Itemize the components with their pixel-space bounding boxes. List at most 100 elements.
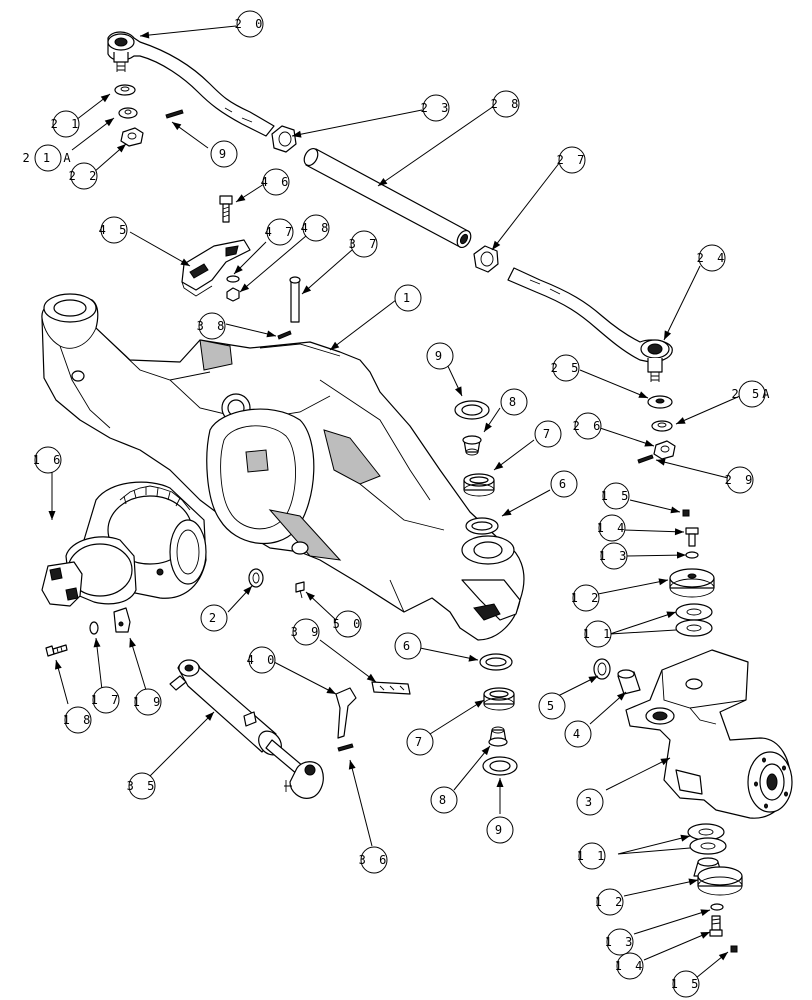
arrowhead xyxy=(588,676,598,684)
callout-label: 4 7 xyxy=(265,225,296,239)
callout-label: 2 7 xyxy=(557,153,588,167)
callout: 2 9 xyxy=(725,466,754,494)
callout-label: 1 1 xyxy=(577,849,608,863)
kingpin-12-upper xyxy=(669,568,715,598)
callout-circle xyxy=(738,380,766,408)
callout: 2 3 xyxy=(421,94,450,122)
bolt-46 xyxy=(219,195,233,223)
callout: 5 0 xyxy=(333,610,362,638)
callout-circle xyxy=(406,728,434,756)
callout: 1 8 xyxy=(63,706,92,734)
callout-label: 1 1 xyxy=(583,627,614,641)
callout-circle xyxy=(616,952,644,980)
callout-label: 4 5 xyxy=(99,223,130,237)
arrowhead xyxy=(54,660,62,670)
arrowhead xyxy=(129,638,136,648)
callout-label: 1 xyxy=(403,291,413,305)
arrowhead xyxy=(306,592,315,601)
shim-6-lower xyxy=(479,653,513,671)
bearing-cone-8-upper xyxy=(462,435,482,456)
callout-circle xyxy=(210,140,238,168)
arrowhead xyxy=(638,391,648,398)
callout-label: 4 xyxy=(573,727,583,741)
pin-36 xyxy=(337,743,354,752)
arrowhead xyxy=(180,258,190,266)
arrowhead xyxy=(644,439,654,447)
callout-label: 2 5 xyxy=(551,361,582,375)
washer-13-upper xyxy=(685,551,699,559)
leader-arrowheads xyxy=(48,31,728,961)
callout-label: 2 0 xyxy=(235,17,266,31)
callout-circle xyxy=(262,168,290,196)
callout-circle xyxy=(92,686,120,714)
callout-label: 2 6 xyxy=(573,419,604,433)
callout-label: 4 0 xyxy=(247,653,278,667)
callout: 1 4 xyxy=(615,952,646,980)
bolt-14-lower xyxy=(709,915,723,937)
clip-40 xyxy=(335,687,357,739)
steering-knuckle-3 xyxy=(625,649,793,819)
arrowhead xyxy=(378,178,388,186)
bolt-18 xyxy=(45,644,68,657)
callout-label: 6 xyxy=(403,639,413,653)
washer-21a xyxy=(118,107,138,119)
callout-label: 1 9 xyxy=(133,695,164,709)
callout: 2 4 xyxy=(697,244,726,272)
arrowhead xyxy=(468,654,478,662)
callout-circle xyxy=(200,604,228,632)
callout-circle xyxy=(698,244,726,272)
callout: 4 0 xyxy=(247,646,278,674)
leader-lines xyxy=(51,25,741,979)
callout-circle xyxy=(100,216,128,244)
callout: 6 xyxy=(394,632,422,660)
callout-label: 3 8 xyxy=(197,319,228,333)
pin-38 xyxy=(277,330,292,340)
arrowhead xyxy=(616,692,626,701)
callout-label: 1 4 xyxy=(615,959,646,973)
callout: 5 xyxy=(538,692,566,720)
callout: 1 5 xyxy=(671,970,700,998)
arrowhead xyxy=(676,417,686,424)
callout: 1 1 xyxy=(577,842,608,870)
callout-label: 1 5 xyxy=(601,489,632,503)
callout: 2 5 xyxy=(551,354,582,382)
callout-circle xyxy=(534,420,562,448)
callout-label: 8 xyxy=(509,395,519,409)
callout-circle xyxy=(552,354,580,382)
callout: 1 2 xyxy=(595,888,626,916)
callout-label: 1 2 xyxy=(595,895,626,909)
arrowhead xyxy=(243,586,252,595)
callout-label: 2 2 xyxy=(69,169,100,183)
callout-label: 1 4 xyxy=(597,521,628,535)
bushing-4 xyxy=(617,669,641,695)
arrowhead xyxy=(205,712,214,721)
callout: 2 5A xyxy=(732,380,769,408)
callout: 1 3 xyxy=(599,542,628,570)
callout-circle xyxy=(128,772,156,800)
arrowhead xyxy=(494,461,504,470)
callout: 3 5 xyxy=(127,772,156,800)
callout: 1 1 xyxy=(583,620,614,648)
cotter-pin-29-right xyxy=(637,454,654,464)
arrowhead xyxy=(481,746,490,756)
callout: 8 xyxy=(430,786,458,814)
callout-label: 4 8 xyxy=(301,221,332,235)
arrowhead xyxy=(330,341,340,350)
callout-label: 3 9 xyxy=(291,625,322,639)
callout-label: 9 xyxy=(495,823,505,837)
nut-48 xyxy=(226,287,240,302)
kingpin-12-lower xyxy=(693,857,743,896)
callout-circle xyxy=(302,214,330,242)
callout-label: 6 xyxy=(559,477,569,491)
plate-39 xyxy=(371,681,411,695)
callout-circle xyxy=(248,646,276,674)
callout-label: 1 2 xyxy=(571,591,602,605)
arrowhead xyxy=(234,265,243,274)
arrowhead xyxy=(660,758,670,766)
arrowhead xyxy=(474,700,484,708)
arrowhead xyxy=(302,285,312,294)
callout-label: 3 7 xyxy=(349,237,380,251)
callout-circle xyxy=(52,110,80,138)
arrowhead xyxy=(236,194,246,202)
callout: 9 xyxy=(486,816,514,844)
